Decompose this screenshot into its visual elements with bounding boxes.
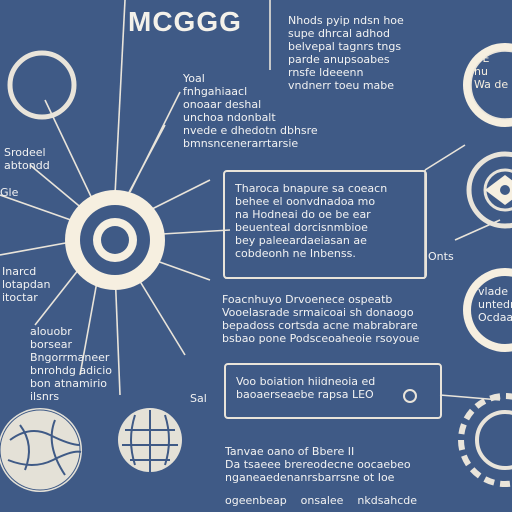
diagram-title: MCGGG — [128, 6, 242, 37]
connector-line — [114, 269, 121, 396]
label-right-mid-a: Onts — [428, 250, 454, 263]
compass-node — [466, 151, 512, 229]
connector-line — [114, 0, 126, 196]
label-side-left: Gle — [0, 186, 19, 199]
text-left-b: Inarcd lotapdan itoctar — [2, 265, 51, 304]
globe-small — [118, 408, 182, 472]
hub-core — [101, 226, 129, 254]
center-box-text: Tharoca bnapure sa coeacn behee el oonvd… — [235, 182, 388, 260]
text-left-c: alouobr borsear Bngorrmaneer bnrohdg adi… — [30, 325, 113, 403]
node-circle-top-right-inner — [470, 50, 512, 120]
center-text-box: Tharoca bnapure sa coeacn behee el oonvd… — [223, 170, 427, 279]
label-right-mid-b: vlade untedn Ocdaac — [478, 285, 512, 324]
text-footer: Tanvae oano of Bbere II Da tsaeee brereo… — [225, 445, 411, 484]
text-top-right: Nhods pyip ndsn hoe supe dhrcal adhod be… — [288, 14, 404, 92]
globe-large — [0, 408, 82, 492]
text-upper-left: Yoal fnhgahiaacl onoaar deshal unchoa nd… — [183, 72, 318, 150]
text-left-a: Srodeel abtondd — [4, 146, 50, 172]
node-circle-top-left — [7, 50, 77, 120]
text-footer-line2: ogeenbeap onsalee nkdsahcde — [225, 494, 417, 507]
label-side-small: Sal — [190, 392, 207, 405]
central-hub — [65, 190, 165, 290]
target-icon — [403, 389, 417, 403]
gear-node — [458, 393, 512, 487]
node-circle-right-mid-inner — [471, 276, 512, 344]
bottom-box-text: Voo boiation hiidneoia ed baoaerseaebe r… — [236, 375, 376, 401]
connector-line — [424, 144, 466, 171]
text-middle: Foacnhuyo Drvoenece ospeatb Vooelasrade … — [222, 293, 420, 345]
connector-line — [439, 394, 501, 401]
connector-line — [129, 91, 181, 193]
bottom-text-box: Voo boiation hiidneoia ed baoaerseaebe r… — [224, 363, 442, 419]
label-circle-top-right: GE nu Wa de — [474, 52, 509, 91]
